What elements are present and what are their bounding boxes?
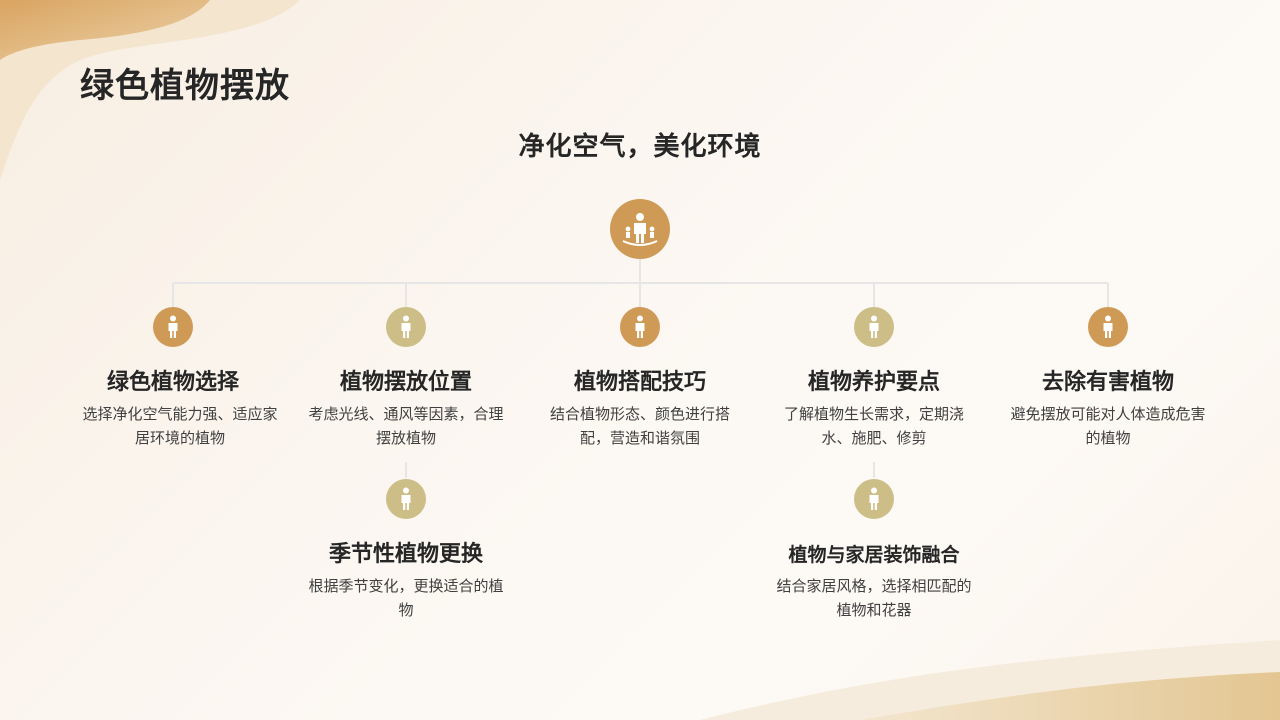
person-icon — [386, 307, 426, 347]
person-icon — [386, 479, 426, 519]
person-icon — [620, 307, 660, 347]
person-icon — [854, 479, 894, 519]
node-description: 避免摆放可能对人体造成危害的植物 — [1010, 405, 1206, 447]
node-description: 考虑光线、通风等因素，合理摆放植物 — [308, 405, 504, 447]
corner-shape-accent — [0, 0, 210, 60]
node-description: 选择净化空气能力强、适应家居环境的植物 — [82, 405, 278, 447]
node-title: 绿色植物选择 — [106, 370, 239, 395]
node-description: 了解植物生长需求，定期浇水、施肥、修剪 — [783, 405, 964, 447]
node-title: 植物养护要点 — [807, 370, 940, 395]
root-title: 净化空气，美化环境 — [518, 132, 762, 162]
node-title: 去除有害植物 — [1041, 370, 1174, 395]
team-person-icon — [610, 199, 670, 259]
node-title: 植物摆放位置 — [339, 370, 472, 395]
node-title: 植物搭配技巧 — [573, 370, 706, 395]
person-icon — [153, 307, 193, 347]
subnode-description: 根据季节变化，更换适合的植物 — [308, 577, 504, 619]
person-icon — [854, 307, 894, 347]
person-icon — [1088, 307, 1128, 347]
corner-shape-light — [0, 0, 300, 180]
bottom-wave-accent — [860, 672, 1280, 720]
node-description: 结合植物形态、颜色进行搭配，营造和谐氛围 — [549, 405, 730, 447]
subnode-title: 季节性植物更换 — [328, 542, 483, 567]
subnode-description: 结合家居风格，选择相匹配的植物和花器 — [776, 577, 972, 619]
page-title: 绿色植物摆放 — [80, 66, 290, 106]
subnode-title: 植物与家居装饰融合 — [788, 544, 960, 566]
